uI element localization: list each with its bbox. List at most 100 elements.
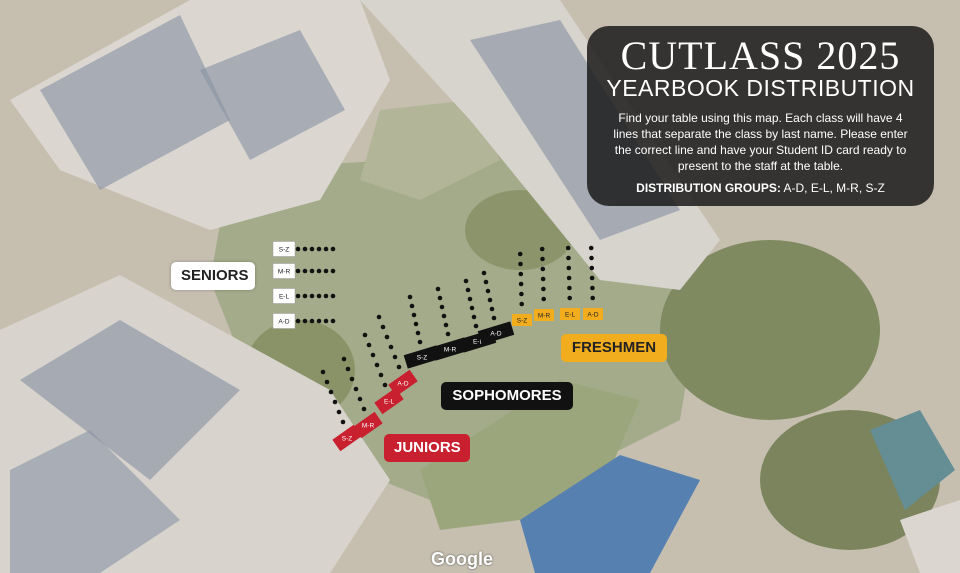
queue-dot: [469, 305, 475, 311]
juniors-table-m-r: M-R: [353, 411, 383, 439]
queue-dot: [295, 268, 301, 274]
groups-value: A-D, E-L, M-R, S-Z: [780, 181, 885, 195]
groups-label: DISTRIBUTION GROUPS:: [636, 181, 781, 195]
queue-dot: [366, 342, 372, 348]
juniors-table-s-z: S-Z: [332, 424, 362, 452]
queue-dot: [517, 251, 523, 257]
queue-dot: [309, 318, 315, 324]
table-label: S-Z: [517, 318, 528, 325]
queue-dot: [330, 246, 336, 252]
juniors-table-a-d: A-D: [388, 369, 418, 397]
queue-dot: [320, 369, 326, 375]
panel-subtitle: YEARBOOK DISTRIBUTION: [606, 75, 915, 101]
solar-panels: [40, 15, 230, 190]
table-label: M-R: [278, 269, 291, 276]
queue-dot: [518, 281, 524, 287]
sophomores-table-a-d: A-D: [477, 321, 515, 345]
queue-dot: [407, 294, 413, 300]
queue-dot: [316, 293, 322, 299]
seniors-label: SENIORS: [171, 262, 255, 290]
queue-dot: [323, 268, 329, 274]
queue-dot: [415, 330, 421, 336]
queue-dot: [332, 399, 338, 405]
queue-dot: [302, 293, 308, 299]
queue-dot: [590, 285, 595, 291]
table-label: A-D: [278, 319, 290, 326]
queue-dot: [349, 376, 355, 382]
solar-panels: [200, 30, 345, 160]
queue-dot: [483, 279, 489, 285]
queue-dot: [309, 268, 315, 274]
queue-dot: [413, 321, 419, 327]
queue-dot: [489, 306, 495, 312]
queue-dot: [302, 318, 308, 324]
queue-dot: [374, 362, 380, 368]
freshmen-table-a-d: A-D: [583, 308, 603, 320]
queue-dot: [295, 318, 301, 324]
queue-dot: [396, 364, 402, 370]
distribution-groups: DISTRIBUTION GROUPS: A-D, E-L, M-R, S-Z: [587, 181, 934, 195]
queue-dot: [463, 278, 469, 284]
google-attribution: Google: [431, 549, 493, 569]
panel-instructions: Find your table using this map. Each cla…: [613, 111, 908, 173]
queue-dot: [336, 409, 342, 415]
queue-dot: [465, 287, 471, 293]
juniors-label: JUNIORS: [384, 434, 470, 462]
queue-dot: [441, 313, 447, 319]
queue-dot: [445, 331, 451, 337]
queue-dot: [384, 334, 390, 340]
queue-dot: [362, 332, 368, 338]
queue-dot: [589, 265, 595, 271]
queue-dot: [378, 372, 384, 378]
queue-dot: [328, 389, 334, 395]
tables-layer: S-ZM-RE-LA-DS-ZM-RE-LA-DS-ZM-RE-LA-DS-ZM…: [272, 241, 603, 452]
queue-dot: [341, 356, 347, 362]
freshmen-table-s-z: S-Z: [512, 314, 532, 326]
table-label: A-D: [490, 331, 502, 338]
courtyard: [360, 100, 500, 200]
queue-dot: [567, 285, 572, 291]
table-label: A-D: [397, 381, 409, 388]
building-roof: [900, 500, 960, 573]
queue-dot: [345, 366, 351, 372]
queue-dot: [471, 314, 477, 320]
panel-title: CUTLASS 2025: [620, 33, 901, 78]
queue-dot: [353, 386, 359, 392]
queue-dot: [443, 322, 449, 328]
queue-dot: [409, 303, 415, 309]
table-label: S-Z: [342, 436, 353, 443]
table-label: M-R: [444, 347, 457, 354]
table-label: E-L: [384, 399, 395, 406]
queue-dot: [302, 246, 308, 252]
queue-dot: [330, 268, 336, 274]
queue-dot: [565, 245, 571, 251]
queue-dot: [485, 288, 491, 294]
sophomores-label: SOPHOMORES: [441, 382, 573, 410]
table-label: M-R: [362, 423, 375, 430]
tree-cluster: [660, 240, 880, 420]
queue-dot: [330, 293, 336, 299]
queue-dot: [392, 354, 398, 360]
table-label: A-D: [587, 312, 599, 319]
table-label: E-L: [279, 294, 290, 301]
queue-dot: [380, 324, 386, 330]
table-label: S-Z: [417, 355, 428, 362]
table-label: E-L: [565, 312, 576, 319]
seniors-table-s-z: S-Z: [272, 241, 296, 257]
queue-dot: [540, 276, 546, 282]
queue-dot: [589, 255, 594, 261]
queue-dot: [473, 323, 479, 329]
queue-dot: [417, 339, 423, 345]
queue-dot: [316, 318, 322, 324]
queue-dot: [541, 286, 546, 292]
queue-dot: [411, 312, 417, 318]
solar-panels: [10, 430, 180, 573]
queue-dot: [330, 318, 336, 324]
queue-dot: [370, 352, 376, 358]
seniors-table-a-d: A-D: [272, 313, 296, 329]
queue-dot: [487, 297, 493, 303]
queue-dot: [518, 271, 524, 277]
building-roof: [870, 410, 955, 510]
